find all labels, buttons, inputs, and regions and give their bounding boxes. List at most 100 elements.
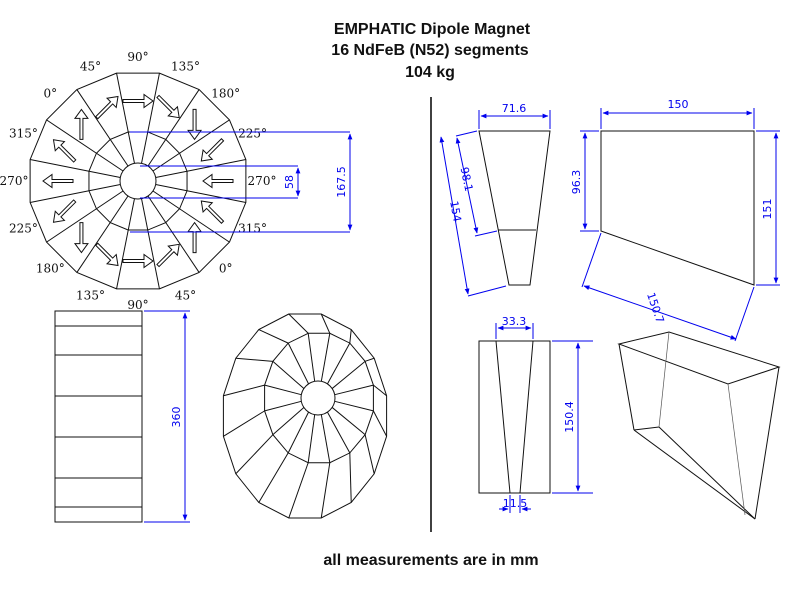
magnetization-arrow [73,222,89,254]
persp-edge [320,414,331,463]
seg-side-inner-label: 98.1 [458,166,476,193]
persp-edge [264,384,302,396]
ring-bore [119,162,157,200]
persp-edge [334,400,374,412]
segment-divider [141,198,160,289]
magnetization-arrow [200,138,225,162]
end-view-dimensions [130,131,353,233]
persp-edge [288,313,309,334]
magnetization-arrow [95,95,119,120]
magnetization-arrow [200,200,225,224]
seg-side-total-label: 154 [447,200,463,223]
persp-edge [327,411,351,454]
persp-edge [307,333,316,382]
persp-edge [258,452,289,503]
magnetization-arrow [202,173,234,189]
magnetization-arrow [187,108,203,141]
segment-face-view [600,130,755,286]
persp-edge [320,333,331,382]
angle-label: 0° [219,262,233,276]
persp-edge [287,342,310,385]
segment-divider [155,159,246,178]
magnetization-arrow [95,242,119,267]
persp-edge [287,411,310,454]
angle-label: 0° [43,86,57,100]
persp-bore [300,380,336,416]
persp-edge [364,357,375,362]
segment-divider [46,190,124,243]
angle-label: 45° [80,59,101,73]
footer-note: all measurements are in mm [323,552,538,569]
persp-edge [307,414,316,463]
segment-front-view [478,340,551,494]
dim-length-label: 360 [170,407,183,428]
angle-label: 270° [248,174,277,188]
segment-divider [155,184,246,203]
seg-face-left-label: 96.3 [570,170,583,195]
segment-divider [141,73,160,164]
segment-divider [46,119,124,172]
segment-divider [116,198,135,289]
angle-label: 225° [238,127,267,141]
angle-label: 90° [127,50,148,64]
seg-front-bottom-label: 11.5 [503,497,528,510]
segment-front-dimensions [495,323,593,513]
segment-side-view [478,130,551,286]
title-line-3: 104 kg [405,64,455,81]
angle-label: 180° [36,262,65,276]
persp-edge [223,384,265,397]
angle-label: 135° [76,289,105,303]
segment-side-dimensions [439,110,551,297]
angle-label: 45° [175,289,196,303]
perspective-view [222,313,388,519]
magnetization-arrow [122,93,154,109]
title-line-2: 16 NdFeB (N52) segments [331,42,528,59]
segment-divider [116,73,135,164]
persp-edge [258,329,289,344]
magnetization-arrow [122,253,154,269]
seg-front-top-label: 33.3 [502,315,527,328]
seg-face-top-label: 150 [668,98,689,111]
seg-front-height-label: 150.4 [563,401,576,433]
magnetization-arrow [156,243,180,268]
persp-edge [334,384,374,396]
persp-edge [272,360,305,389]
persp-edge [235,434,274,475]
persp-edge [320,462,331,519]
segment-divider [152,119,230,172]
ring-mid-outline [88,131,188,231]
persp-edge [288,462,309,519]
angle-label: 270° [0,174,28,188]
persp-edge [364,434,375,474]
persp-edge [349,329,352,344]
persp-outer-ring [222,313,388,519]
persp-edge [272,407,305,436]
angle-label: 315° [238,222,267,236]
magnetization-arrow [73,108,89,140]
segment-divider [30,159,121,178]
segment-divider [147,89,200,167]
angle-label: 90° [127,298,148,312]
persp-edge [331,407,366,436]
end-view-ring [29,72,247,290]
persp-edge [264,400,302,412]
magnetization-arrow [52,199,77,223]
side-view-dimensions [144,310,190,523]
dim-inner-label: 58 [283,175,296,189]
persp-edge [327,342,351,385]
title-line-1: EMPHATIC Dipole Magnet [334,21,531,38]
segment-face-dimensions [580,108,780,342]
segment-3d-view [617,331,781,520]
magnetization-arrow [187,221,203,254]
magnetization-arrows [42,93,234,269]
angle-label: 225° [9,222,38,236]
segment-divider [30,184,121,203]
persp-edge [373,384,387,397]
dim-outer-label: 167.5 [335,166,348,198]
persp-edge [372,410,388,437]
seg-face-right-label: 151 [761,199,774,220]
segment-divider [147,195,200,273]
angle-label: 315° [9,127,38,141]
persp-edge [331,360,366,389]
